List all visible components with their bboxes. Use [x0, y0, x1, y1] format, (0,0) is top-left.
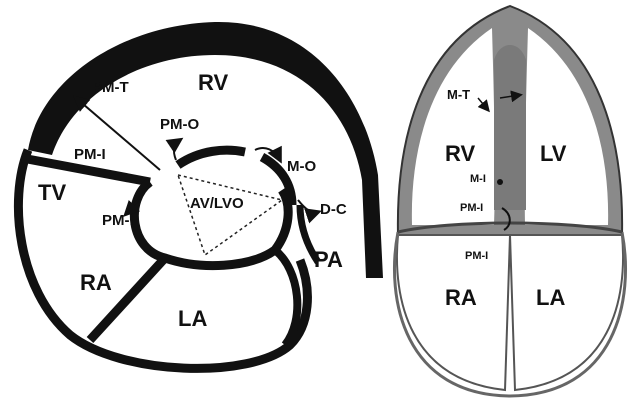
- label-pm-o: PM-O: [160, 117, 199, 132]
- ventricular-septum: [494, 45, 526, 210]
- label-pm-t: PM-T: [92, 80, 129, 95]
- label-rv-right: RV: [445, 143, 475, 165]
- label-pm-i-right-lower: PM-I: [465, 251, 488, 262]
- label-av-lvo: AV/LVO: [190, 196, 244, 211]
- la-chamber: [510, 235, 623, 390]
- la-wall: [275, 250, 297, 345]
- label-pa: PA: [314, 249, 343, 271]
- label-pm-i-right-upper: PM-I: [460, 203, 483, 214]
- label-m-o: M-O: [287, 159, 316, 174]
- label-m-i-right: M-I: [470, 174, 486, 185]
- label-d-c: D-C: [320, 202, 347, 217]
- arrow-pm-o: [174, 140, 180, 160]
- av-triangle: [178, 175, 282, 255]
- label-la: LA: [178, 308, 207, 330]
- label-rv: RV: [198, 72, 228, 94]
- label-m-t-right: M-T: [447, 88, 470, 101]
- label-ra-right: RA: [445, 287, 477, 309]
- label-pm-i-lower: PM-I: [102, 213, 134, 228]
- label-tv: TV: [38, 182, 66, 204]
- ra-chamber: [397, 235, 510, 390]
- label-lv-right: LV: [540, 143, 566, 165]
- label-pm-i-upper: PM-I: [74, 147, 106, 162]
- label-ra: RA: [80, 272, 112, 294]
- right-heart-section: [394, 6, 625, 396]
- av-upper-arc-1: [178, 150, 245, 165]
- label-la-right: LA: [536, 287, 565, 309]
- node-m-i: [497, 179, 503, 185]
